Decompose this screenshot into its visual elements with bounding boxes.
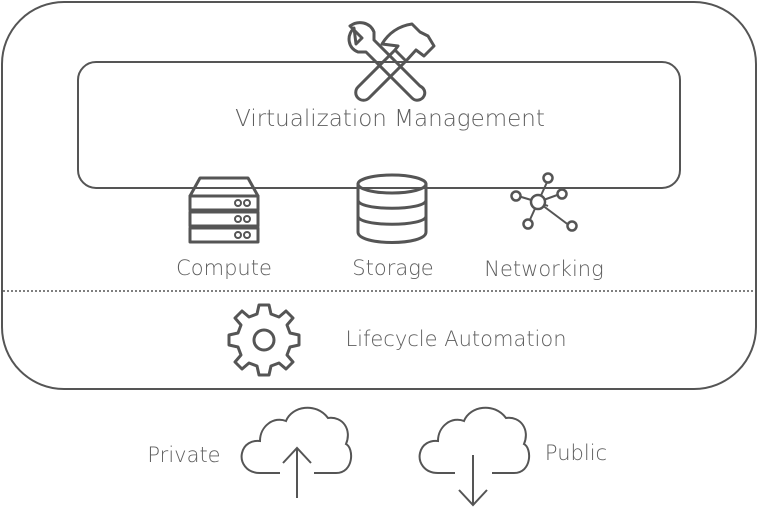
- gear-icon: [227, 303, 301, 377]
- management-title: Virtualization Management: [235, 106, 545, 132]
- network-icon: [510, 172, 578, 232]
- storage-label: Storage: [352, 256, 433, 280]
- networking-label: Networking: [484, 257, 603, 281]
- compute-label: Compute: [176, 256, 272, 280]
- cloud-download-icon: [418, 406, 531, 507]
- platform-container: [1, 1, 757, 390]
- server-icon: [188, 176, 260, 244]
- cloud-upload-icon: [240, 406, 353, 498]
- private-cloud-label: Private: [147, 443, 220, 467]
- lifecycle-label: Lifecycle Automation: [345, 327, 566, 351]
- management-box: [77, 61, 681, 189]
- wrench-hammer-icon: [347, 21, 436, 102]
- public-cloud-label: Public: [545, 441, 607, 465]
- database-icon: [356, 173, 428, 244]
